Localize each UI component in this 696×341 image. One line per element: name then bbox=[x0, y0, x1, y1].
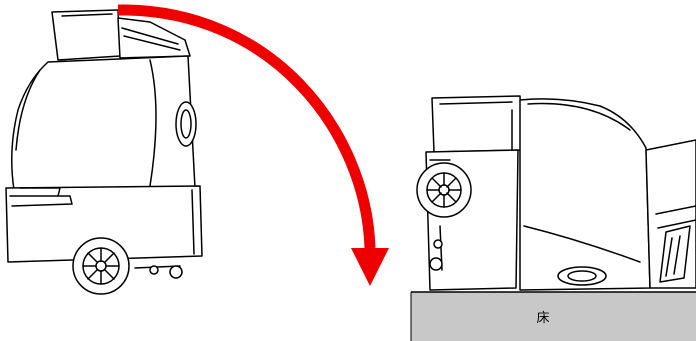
upright-device-drawing bbox=[6, 10, 202, 294]
tipped-over-device-drawing bbox=[417, 96, 696, 290]
tipped-wheel bbox=[417, 163, 471, 217]
upright-wheel bbox=[73, 238, 129, 294]
floor-label: 床 bbox=[536, 311, 549, 326]
floor-block: 床 bbox=[411, 292, 696, 341]
